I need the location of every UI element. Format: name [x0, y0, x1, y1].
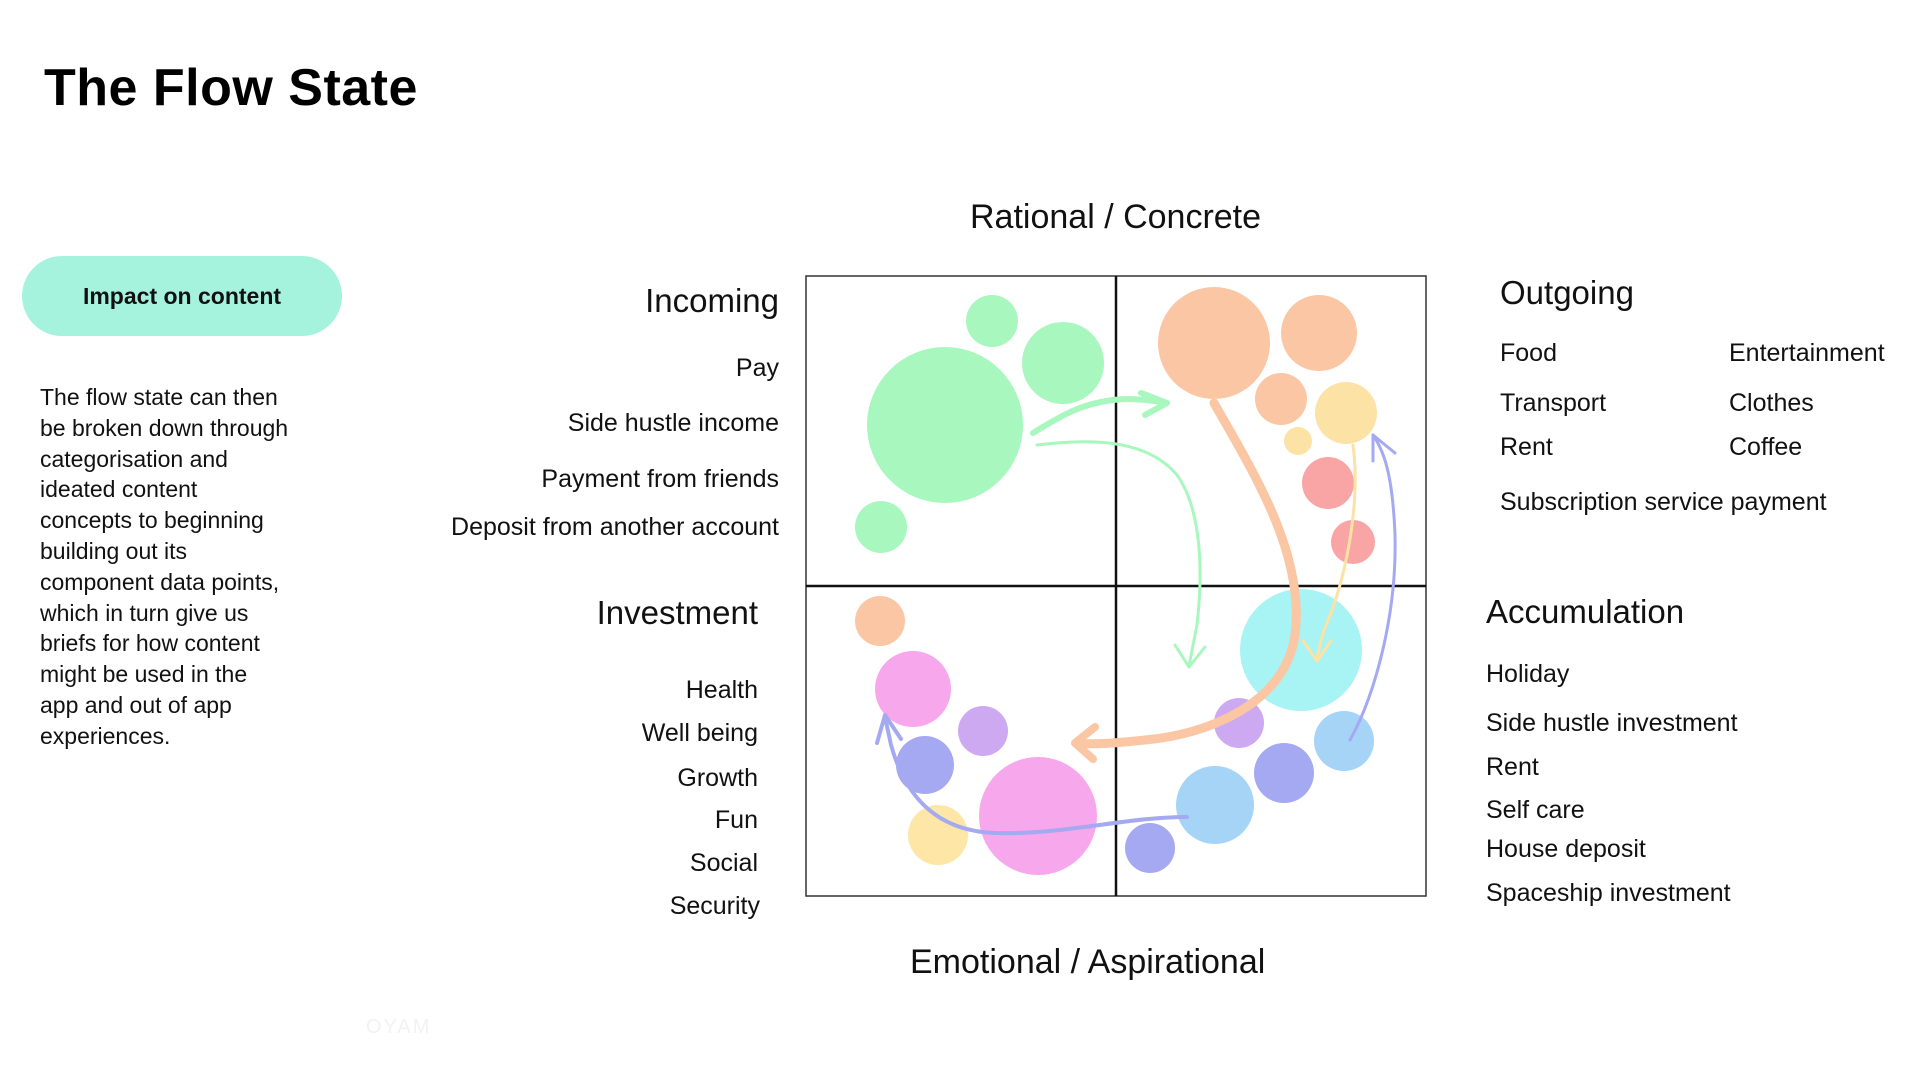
outgoing-item: Food: [1500, 339, 1557, 367]
accumulation-item: House deposit: [1486, 835, 1646, 863]
description-text: The flow state can then be broken down t…: [40, 384, 289, 749]
incoming-item: Side hustle income: [567, 409, 779, 437]
arrowhead-icon: [1371, 433, 1397, 463]
investment-bubble: [875, 651, 951, 727]
investment-item: Security: [669, 892, 760, 920]
outgoing-item: Subscription service payment: [1500, 488, 1827, 516]
incoming-heading: Incoming: [645, 282, 779, 319]
investment-item: Growth: [677, 764, 758, 792]
outgoing-bubble: [1302, 457, 1354, 509]
accumulation-item: Spaceship investment: [1486, 879, 1731, 907]
incoming-item: Pay: [735, 354, 779, 382]
page-title: The Flow State: [44, 59, 418, 117]
outgoing-heading: Outgoing: [1500, 274, 1634, 311]
accumulation-item: Holiday: [1486, 660, 1570, 688]
accumulation-bubble: [1214, 698, 1264, 748]
outgoing-bubble-group: [1158, 287, 1377, 564]
outgoing-item: Clothes: [1729, 389, 1814, 417]
incoming-item: Deposit from another account: [451, 513, 779, 541]
investment-bubble: [855, 596, 905, 646]
investment-bubble-group: [855, 596, 1097, 875]
investment-bubble: [958, 706, 1008, 756]
incoming-bubble: [867, 347, 1023, 503]
investment-item: Health: [685, 676, 758, 704]
accumulation-item: Rent: [1486, 753, 1539, 781]
outgoing-bubble: [1315, 382, 1377, 444]
arrowhead-icon: [1173, 643, 1207, 669]
accumulation-bubble: [1314, 711, 1374, 771]
outgoing-bubble: [1284, 427, 1312, 455]
flow-arrow-outgoing-accumulation: [1315, 443, 1357, 661]
outgoing-item: Transport: [1500, 389, 1607, 417]
investment-item: Fun: [714, 806, 758, 834]
outgoing-bubble: [1255, 373, 1307, 425]
arrowhead-icon: [1071, 723, 1099, 763]
arrowhead-icon: [1301, 639, 1333, 663]
flow-arrow-outgoing-investment: [1072, 398, 1301, 749]
flow-arrow-accumulation-investment: [883, 715, 1189, 836]
flow-quadrant-diagram: [805, 275, 1427, 897]
pill-label: Impact on content: [82, 282, 282, 309]
incoming-bubble: [855, 501, 907, 553]
incoming-bubble: [966, 295, 1018, 347]
accumulation-item: Self care: [1486, 796, 1585, 824]
accumulation-bubble: [1254, 743, 1314, 803]
accumulation-item: Side hustle investment: [1486, 709, 1738, 737]
outgoing-item: Entertainment: [1729, 339, 1885, 367]
flow-arrow-accumulation-outgoing: [1348, 433, 1397, 742]
outgoing-item: Rent: [1500, 433, 1553, 461]
investment-bubble: [979, 757, 1097, 875]
investment-heading: Investment: [596, 594, 758, 631]
incoming-section: Incoming: [645, 282, 779, 320]
outgoing-bubble: [1158, 287, 1270, 399]
investment-bubble: [908, 805, 968, 865]
flow-diagram-svg: [805, 275, 1427, 897]
incoming-item: Payment from friends: [541, 465, 779, 493]
watermark-text: OYAM: [366, 1016, 432, 1038]
axis-bottom-label: Emotional / Aspirational: [910, 943, 1266, 981]
flow-arrow-incoming-accumulation: [1035, 440, 1202, 669]
incoming-bubble-group: [855, 295, 1104, 553]
accumulation-bubble-group: [1125, 589, 1374, 873]
accumulation-bubble: [1176, 766, 1254, 844]
investment-item: Well being: [641, 719, 758, 747]
incoming-bubble: [1022, 322, 1104, 404]
outgoing-bubble: [1331, 520, 1375, 564]
investment-item: Social: [689, 849, 758, 877]
arrowhead-icon: [875, 713, 903, 745]
accumulation-heading: Accumulation: [1486, 593, 1685, 630]
investment-bubble: [896, 736, 954, 794]
impact-on-content-pill: Impact on content: [22, 256, 342, 336]
axis-top-label: Rational / Concrete: [970, 198, 1262, 236]
arrowhead-icon: [1138, 390, 1170, 418]
outgoing-item: Coffee: [1729, 433, 1803, 461]
outgoing-bubble: [1281, 295, 1357, 371]
accumulation-bubble: [1125, 823, 1175, 873]
